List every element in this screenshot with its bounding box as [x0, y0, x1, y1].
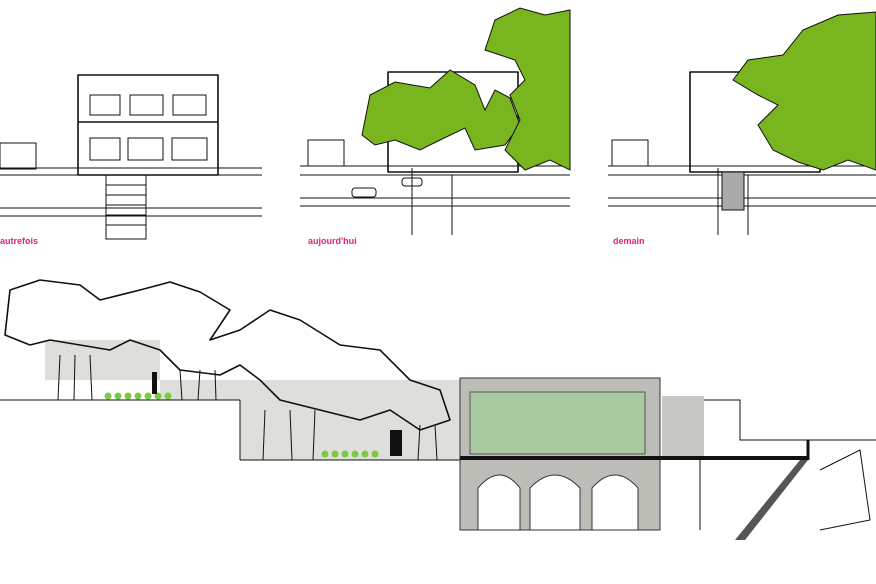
sketch-aujourdhui	[300, 7, 571, 235]
people-silhouette	[390, 430, 402, 456]
label-demain: demain	[613, 236, 645, 246]
section-drawing	[0, 279, 876, 540]
green-dots	[104, 392, 379, 458]
label-autrefois: autrefois	[0, 236, 39, 246]
sketch-demain	[608, 11, 876, 235]
sketch-autrefois	[0, 74, 262, 240]
foliage-demain	[732, 11, 876, 171]
label-aujourdhui: aujourd'hui	[308, 236, 357, 246]
foliage-right	[484, 7, 571, 171]
foliage-left	[361, 69, 521, 151]
person-silhouette	[152, 372, 157, 394]
